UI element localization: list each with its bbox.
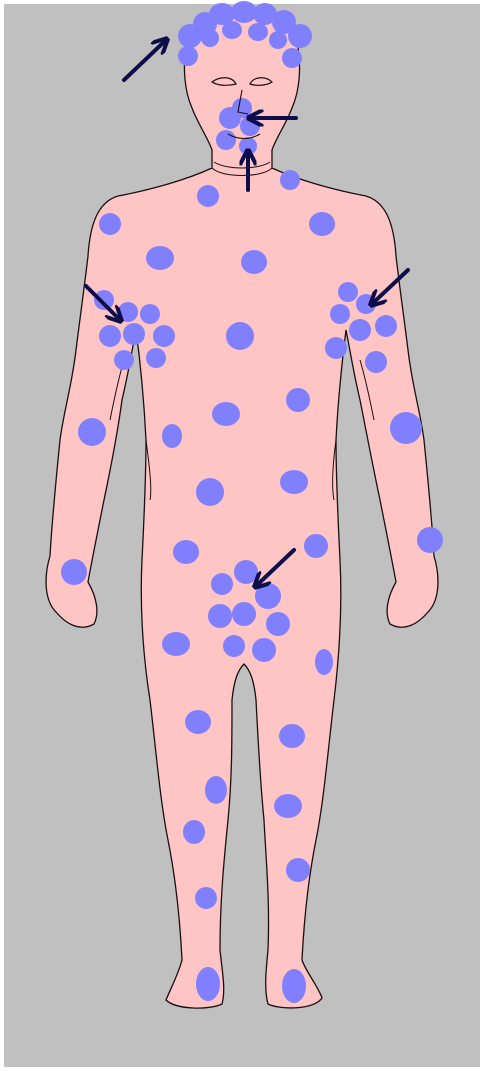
lesion-spot (390, 412, 422, 444)
lesion-spot (178, 46, 198, 66)
lesion-spot (114, 350, 134, 370)
lesion-spot (232, 98, 252, 118)
lesion-spot (226, 322, 254, 350)
lesion-spot (325, 337, 347, 359)
lesion-spot (196, 967, 220, 1001)
lesion-spot (216, 130, 236, 150)
lesion-spot (365, 351, 387, 373)
lesion-spot (288, 24, 312, 48)
lesion-spot (123, 323, 145, 345)
lesion-spot (338, 282, 358, 302)
lesion-spot (61, 559, 87, 585)
lesion-spot (330, 304, 350, 324)
lesion-spot (195, 887, 217, 909)
lesion-spot (375, 315, 397, 337)
lesion-spot (232, 602, 256, 626)
lesion-spot (248, 23, 268, 41)
lesion-spot (185, 710, 211, 734)
lesion-spot (231, 1, 257, 23)
lesion-spot (269, 31, 287, 49)
lesion-spot (223, 635, 245, 657)
lesion-spot (78, 418, 106, 446)
lesion-spot (99, 325, 121, 347)
lesion-spot (282, 48, 302, 68)
lesion-spot (183, 820, 205, 844)
lesion-spot (315, 649, 333, 675)
lesion-spot (309, 212, 335, 236)
lesion-spot (252, 638, 276, 662)
lesion-spot (222, 21, 242, 39)
lesion-spot (282, 969, 306, 1003)
lesion-spot (205, 776, 227, 804)
lesion-spot (94, 290, 114, 310)
lesion-spot (173, 540, 199, 564)
lesion-spot (349, 319, 371, 341)
lesion-spot (162, 632, 190, 656)
lesion-spot (286, 388, 310, 412)
lesion-spot (162, 424, 182, 448)
lesion-spot (286, 858, 310, 882)
lesion-spot (140, 304, 160, 324)
lesion-spot (266, 612, 290, 636)
lesion-spot (234, 560, 258, 584)
lesion-spot (146, 246, 174, 270)
lesion-spot (153, 325, 175, 347)
lesion-spot (274, 794, 302, 818)
lesion-spot (304, 534, 328, 558)
lesion-spot (146, 348, 166, 368)
lesion-spot (280, 170, 300, 190)
lesion-spot (197, 185, 219, 207)
lesion-spot (211, 573, 233, 595)
lesion-spot (201, 29, 219, 47)
lesion-spot (280, 470, 308, 494)
lesion-spot (255, 583, 281, 609)
lesion-spot (241, 250, 267, 274)
lesion-spot (417, 527, 443, 553)
lesion-spot (212, 402, 240, 426)
lesion-spot (99, 213, 121, 235)
lesion-spot (196, 478, 224, 506)
lesion-spot (208, 604, 232, 628)
lesion-spot (279, 724, 305, 748)
